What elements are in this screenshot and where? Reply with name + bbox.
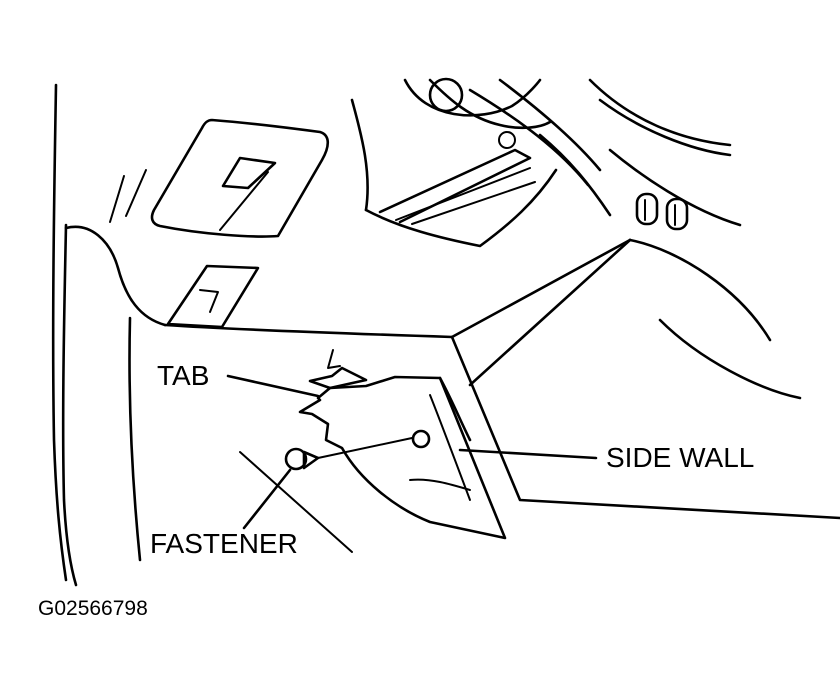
left-pillar	[51, 83, 167, 587]
vent-panel	[150, 118, 330, 238]
tab-leader	[226, 374, 320, 398]
callout-leaders	[226, 374, 598, 530]
side-wall-leader	[458, 448, 598, 460]
fastener-label: FASTENER	[150, 528, 298, 559]
background-strokes	[109, 169, 147, 223]
tab-piece	[308, 349, 368, 390]
fastener-leader	[242, 468, 292, 530]
dash-switches	[635, 192, 689, 231]
pedal-bracket	[166, 264, 260, 329]
floor-panel	[163, 238, 840, 553]
fastener-axis-line	[317, 437, 413, 459]
steering-column	[350, 77, 802, 400]
side-wall-label: SIDE WALL	[606, 442, 755, 473]
side-wall-panel	[298, 375, 507, 540]
tab-label: TAB	[157, 360, 210, 391]
fastener-clip	[284, 447, 320, 471]
figure-id: G02566798	[38, 597, 148, 620]
